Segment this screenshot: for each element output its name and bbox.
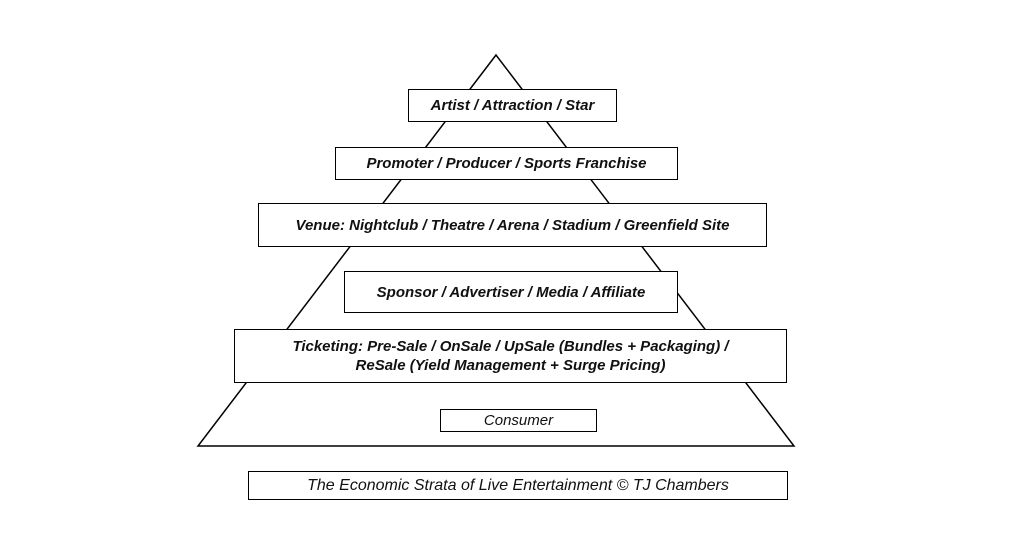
tier-consumer: Consumer bbox=[440, 409, 597, 432]
tier-promoter-label: Promoter / Producer / Sports Franchise bbox=[366, 155, 647, 172]
tier-venue-label: Venue: Nightclub / Theatre / Arena / Sta… bbox=[295, 216, 730, 234]
tier-ticketing: Ticketing: Pre-Sale / OnSale / UpSale (B… bbox=[234, 329, 787, 383]
tier-ticketing-label-line1: Ticketing: Pre-Sale / OnSale / UpSale (B… bbox=[292, 338, 729, 355]
tier-artist: Artist / Attraction / Star bbox=[408, 89, 617, 122]
tier-sponsor: Sponsor / Advertiser / Media / Affiliate bbox=[344, 271, 678, 313]
tier-venue: Venue: Nightclub / Theatre / Arena / Sta… bbox=[258, 203, 767, 247]
tier-consumer-label: Consumer bbox=[483, 412, 554, 429]
caption: The Economic Strata of Live Entertainmen… bbox=[248, 471, 788, 500]
tier-promoter: Promoter / Producer / Sports Franchise bbox=[335, 147, 678, 180]
tier-artist-label: Artist / Attraction / Star bbox=[430, 97, 595, 114]
tier-ticketing-label-line2: ReSale (Yield Management + Surge Pricing… bbox=[355, 357, 666, 374]
tier-sponsor-label: Sponsor / Advertiser / Media / Affiliate bbox=[376, 283, 646, 301]
caption-text: The Economic Strata of Live Entertainmen… bbox=[307, 476, 729, 494]
